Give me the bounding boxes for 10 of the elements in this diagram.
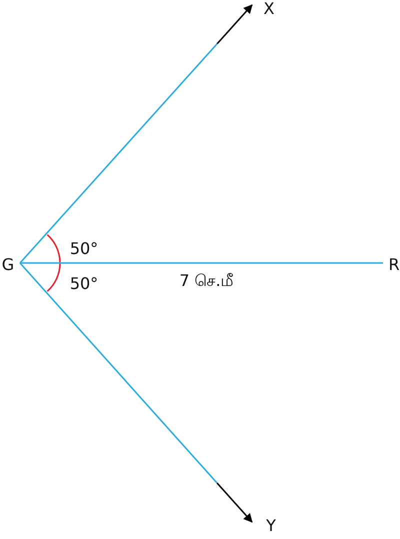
- point-label: R: [388, 256, 400, 274]
- point-label: X: [264, 0, 274, 18]
- angle-label: 50°: [70, 275, 98, 293]
- point-label: G: [2, 256, 14, 274]
- line-segment: [20, 262, 383, 264]
- edge-label: 7 செ.மீ: [179, 272, 234, 290]
- point-label: Y: [266, 517, 276, 535]
- angle-label: 50°: [70, 240, 98, 258]
- arrow: [19, 4, 253, 264]
- arrow: [19, 262, 253, 523]
